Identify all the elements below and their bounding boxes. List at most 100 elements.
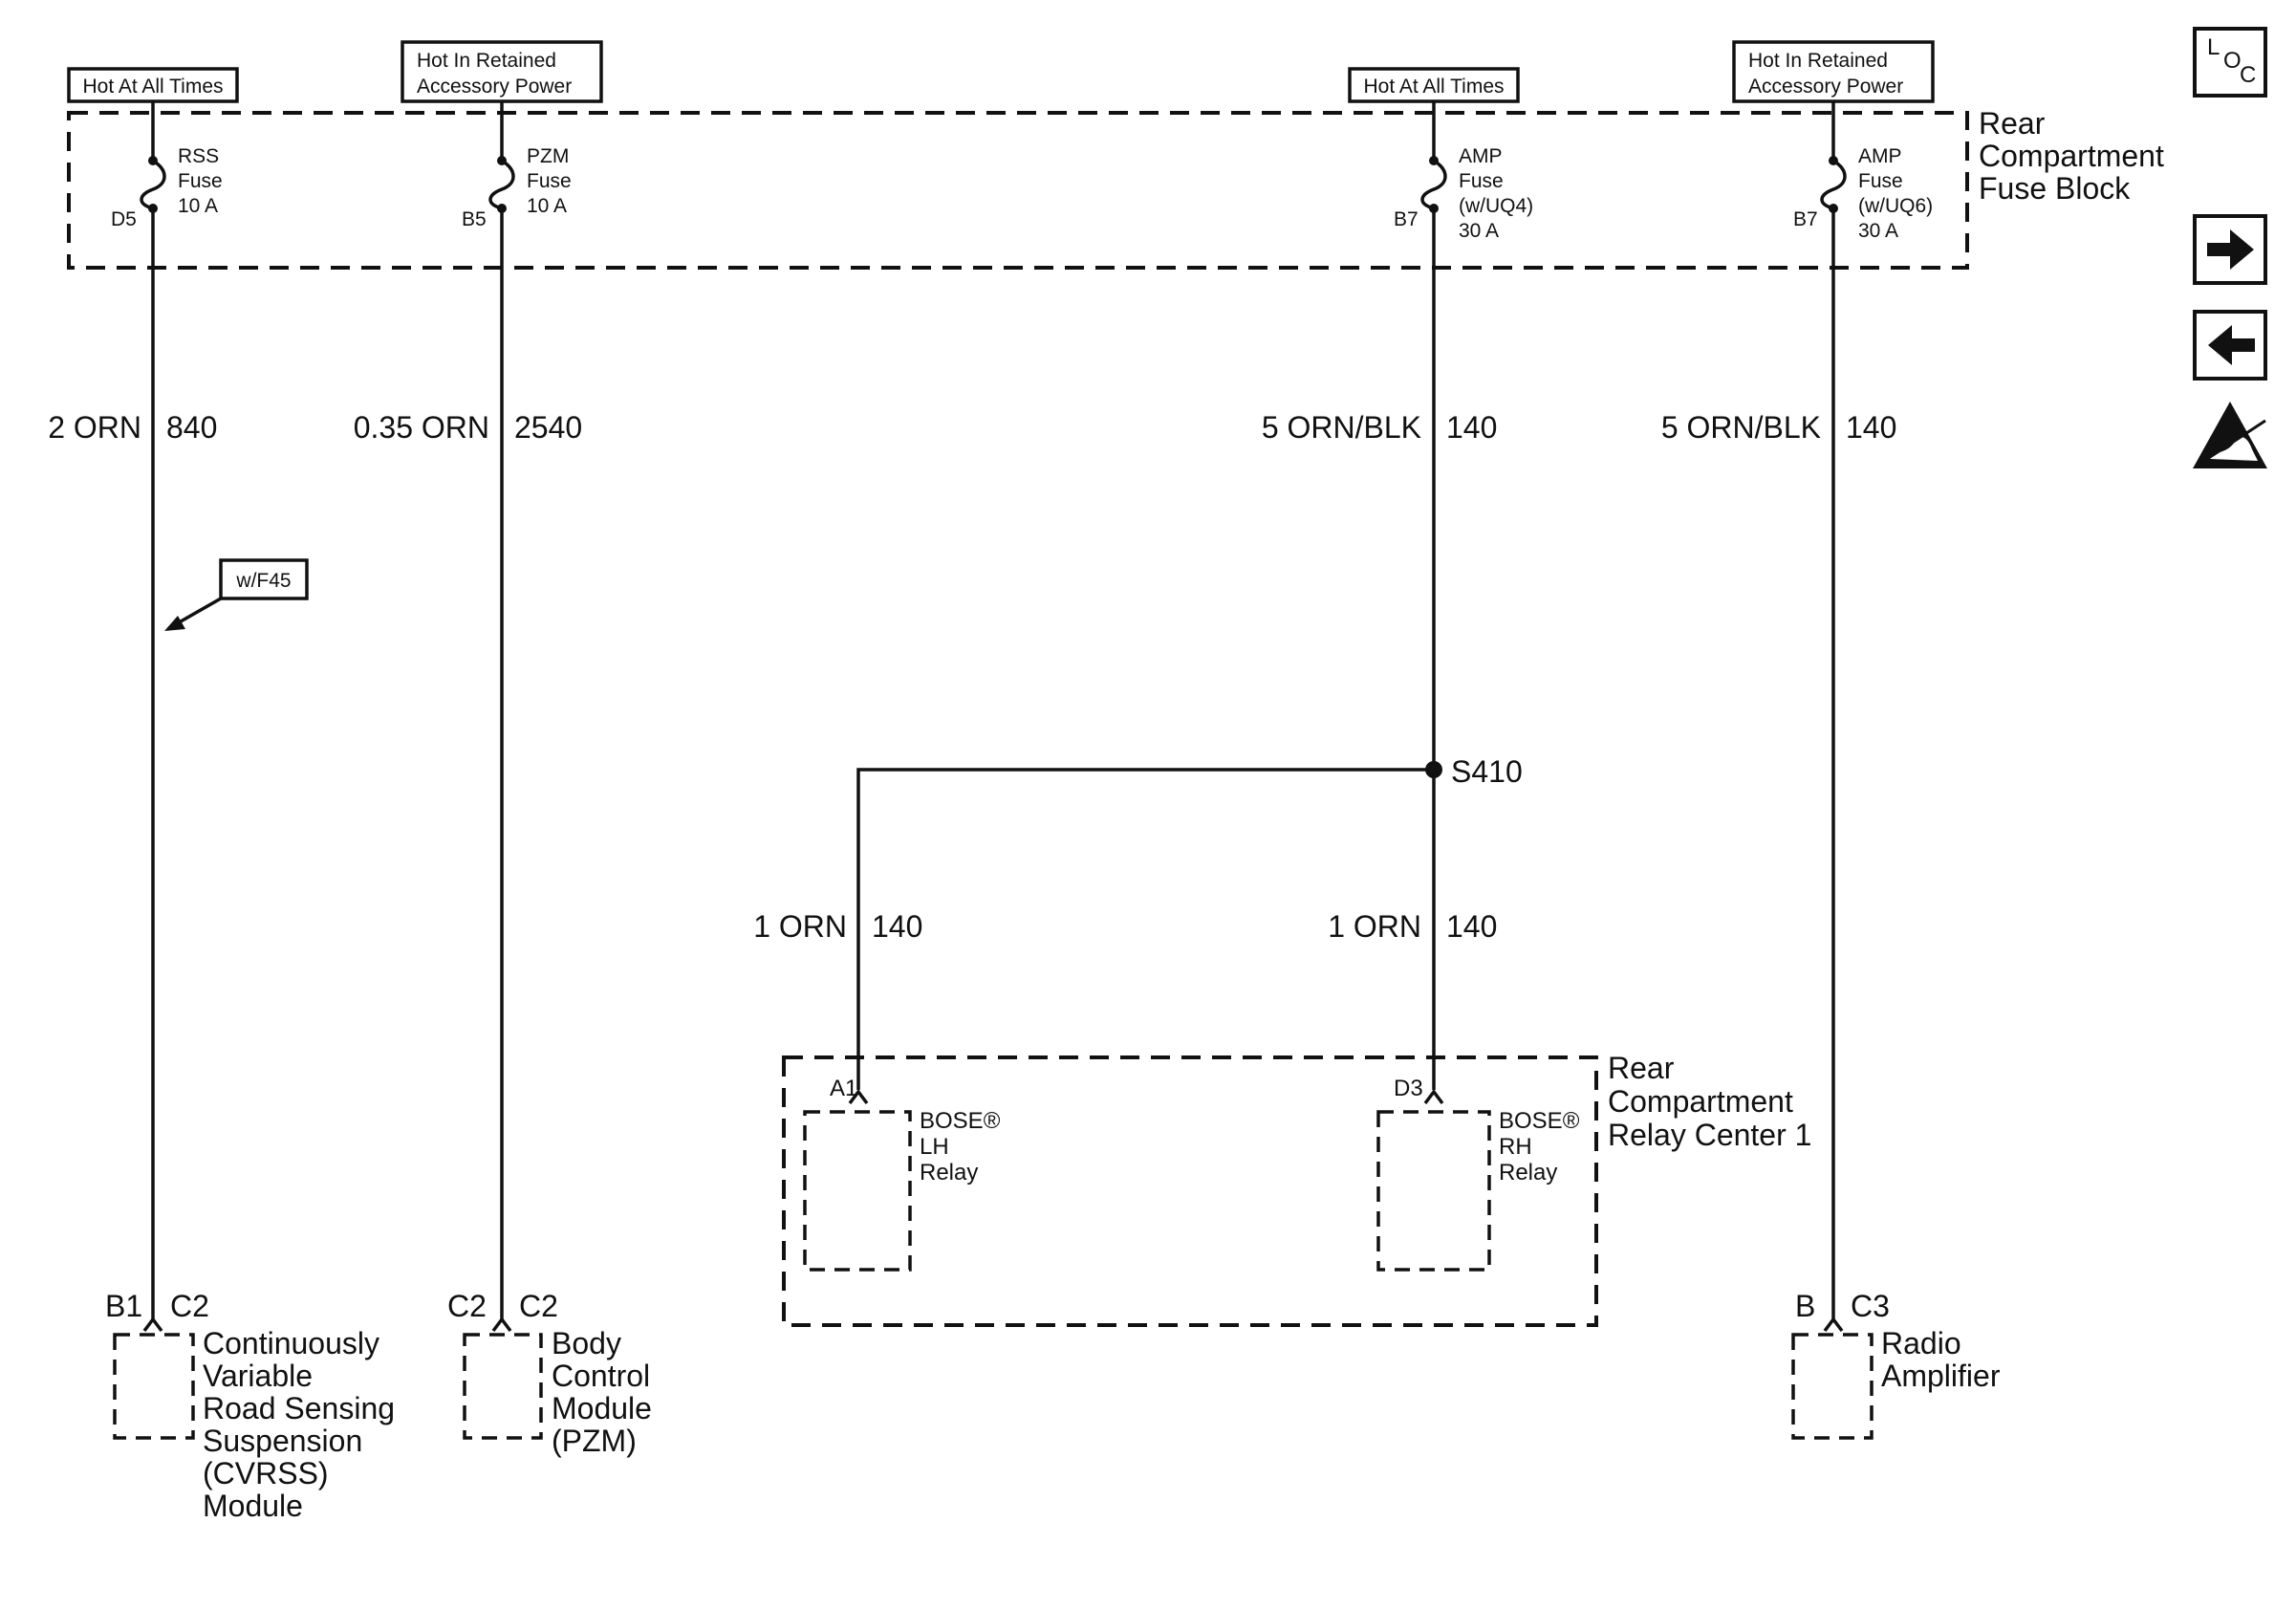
power-label-retained-amp: Hot In Retained Accessory Power (1732, 40, 1935, 103)
power-label-text-line2: Accessory Power (1748, 76, 1903, 98)
power-label-text: Hot At All Times (82, 76, 223, 98)
option-tag-w-f45: w/F45 (164, 558, 309, 631)
loc-letter-c: C (2240, 62, 2256, 88)
fuse-label-line: Fuse (1858, 170, 1903, 192)
fuse-pin: D5 (111, 208, 137, 230)
component-connector: C2 (519, 1289, 558, 1323)
wire-label-140-rh: 1 ORN 140 (1328, 909, 1497, 944)
wire-color: 0.35 ORN (354, 410, 489, 445)
component-body-control-module: C2 C2 Body Control Module (PZM) (447, 1289, 652, 1458)
connector-pin-icon (848, 1089, 869, 1105)
relay-label-line: Relay (1499, 1160, 1557, 1186)
relay-lh: A1 BOSE® LH Relay (803, 1076, 1001, 1272)
wire-circuit: 140 (872, 909, 922, 944)
fuse-label-line: (w/UQ6) (1858, 195, 1933, 217)
relay-label-line: Relay (920, 1160, 978, 1186)
fuse-amp-uq4: AMP Fuse (w/UQ4) 30 A B7 (1394, 101, 1533, 242)
component-label-line: (PZM) (552, 1424, 637, 1458)
wire-label-840: 2 ORN 840 (48, 410, 217, 445)
relay-pin: D3 (1394, 1076, 1423, 1101)
wire-color: 5 ORN/BLK (1661, 410, 1821, 445)
loc-letter-o: O (2223, 48, 2242, 74)
splice-label: S410 (1451, 754, 1523, 789)
relay-pin: A1 (830, 1076, 857, 1101)
relay-center-title-line2: Compartment (1608, 1084, 1793, 1119)
component-label-line: Amplifier (1881, 1359, 2001, 1393)
fuse-label-line: 10 A (527, 195, 567, 217)
fuse-block-outline (67, 111, 1969, 270)
wire-circuit: 2540 (514, 410, 582, 445)
fuse-label-line: 30 A (1858, 220, 1898, 242)
previous-page-button[interactable] (2193, 310, 2267, 381)
component-label-line: Suspension (203, 1424, 362, 1458)
wire-circuit: 140 (1446, 909, 1497, 944)
wire-label-140-lh: 1 ORN 140 (753, 909, 922, 944)
component-label-line: Variable (203, 1359, 313, 1393)
location-button[interactable]: L O C (2193, 27, 2267, 98)
component-label-line: Module (203, 1489, 303, 1523)
power-label-hot-rss: Hot At All Times (67, 67, 239, 103)
component-label-line: Road Sensing (203, 1391, 395, 1425)
wire-label-140-amplifier: 5 ORN/BLK 140 (1661, 410, 1897, 445)
fuse-pzm: PZM Fuse 10 A B5 (462, 101, 572, 230)
arrow-right-icon (2207, 229, 2254, 270)
fuse-label-line: PZM (527, 145, 569, 167)
component-pin: B1 (105, 1289, 142, 1323)
relay-center-title-line3: Relay Center 1 (1608, 1118, 1811, 1152)
relay-label-line: BOSE® (920, 1108, 1001, 1134)
component-connector: C3 (1851, 1289, 1890, 1323)
fuse-label-line: AMP (1459, 145, 1503, 167)
next-page-button[interactable] (2193, 214, 2267, 285)
wire-circuit: 140 (1446, 410, 1497, 445)
fuse-amp-uq6: AMP Fuse (w/UQ6) 30 A B7 (1793, 101, 1933, 242)
fuse-block-title-line1: Rear (1979, 106, 2046, 141)
fuse-block-title-line2: Compartment (1979, 139, 2164, 173)
fuse-label-line: AMP (1858, 145, 1902, 167)
splice-point (1425, 761, 1442, 778)
fuse-pin: B7 (1394, 208, 1419, 230)
fuse-label-line: 30 A (1459, 220, 1499, 242)
component-pin: B (1795, 1289, 1815, 1323)
power-label-retained-pzm: Hot In Retained Accessory Power (401, 40, 603, 103)
wire-circuit: 840 (166, 410, 217, 445)
component-connector: C2 (170, 1289, 209, 1323)
arrow-left-icon (2208, 325, 2255, 365)
component-label-line: Body (552, 1326, 621, 1360)
fuse-pin: B7 (1793, 208, 1818, 230)
wire-color: 1 ORN (1328, 909, 1421, 944)
option-tag-text: w/F45 (235, 570, 291, 592)
component-label-line: Control (552, 1359, 650, 1393)
fuse-block-title: Rear Compartment Fuse Block (1979, 106, 2164, 206)
wire-label-2540: 0.35 ORN 2540 (354, 410, 582, 445)
fuse-label-line: 10 A (178, 195, 218, 217)
component-label-line: Radio (1881, 1326, 1961, 1360)
wire-color: 1 ORN (753, 909, 847, 944)
fuse-label-line: Fuse (1459, 170, 1504, 192)
relay-center-outline (782, 1055, 1598, 1327)
power-label-hot-amp: Hot At All Times (1348, 67, 1520, 103)
relay-rh: D3 BOSE® RH Relay (1376, 1076, 1580, 1272)
fuse-pin: B5 (462, 208, 487, 230)
power-label-text: Hot At All Times (1363, 76, 1504, 98)
component-label-line: (CVRSS) (203, 1456, 329, 1490)
relay-label-line: RH (1499, 1134, 1532, 1160)
power-label-text-line2: Accessory Power (417, 76, 572, 98)
connector-pin-icon (491, 1316, 512, 1333)
esd-warning-icon (2193, 402, 2267, 468)
fuse-rss: RSS Fuse 10 A D5 (111, 101, 223, 230)
relay-center-title-line1: Rear (1608, 1051, 1675, 1085)
power-label-text-line1: Hot In Retained (1748, 50, 1888, 72)
fuse-label-line: RSS (178, 145, 219, 167)
fuse-label-line: (w/UQ4) (1459, 195, 1533, 217)
relay-center-title: Rear Compartment Relay Center 1 (1608, 1051, 1811, 1152)
option-arrow-icon (164, 616, 185, 631)
connector-pin-icon (1823, 1316, 1844, 1333)
wire-140-lh-branch (856, 768, 1434, 1090)
fuse-label-line: Fuse (527, 170, 572, 192)
component-label-line: Module (552, 1391, 652, 1425)
power-label-text-line1: Hot In Retained (417, 50, 556, 72)
fuse-block-title-line3: Fuse Block (1979, 171, 2131, 206)
connector-pin-icon (1423, 1089, 1444, 1105)
relay-label-line: LH (920, 1134, 949, 1160)
